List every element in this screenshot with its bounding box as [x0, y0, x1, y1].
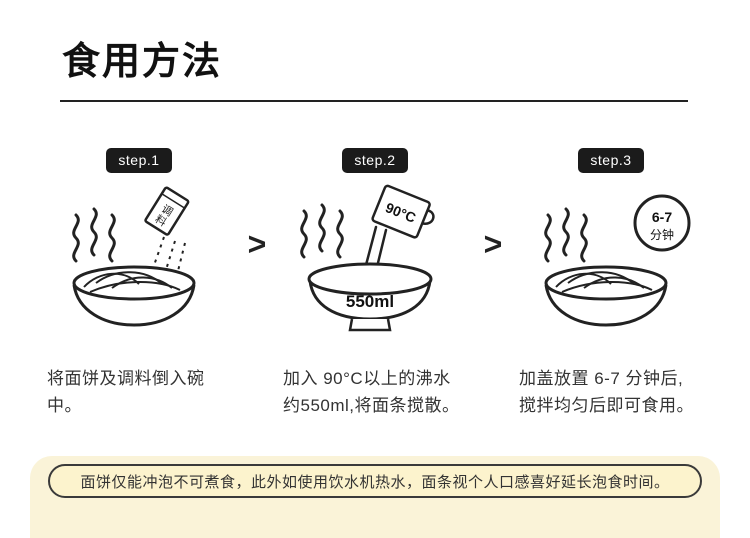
steps-row: step.1 调 料 — [0, 148, 750, 419]
hot-water-cup-icon: 90°C — [364, 184, 435, 269]
noodles-icon — [83, 271, 181, 293]
steam-icon — [300, 203, 344, 259]
title-underline — [60, 100, 688, 102]
bowl-volume-label: 550ml — [346, 292, 394, 311]
steam-icon — [544, 207, 588, 263]
seasoning-packet-icon: 调 料 — [144, 186, 190, 236]
noodles-icon — [555, 271, 653, 293]
step-1: step.1 调 料 — [41, 148, 237, 419]
bowl-rim — [307, 262, 433, 296]
caption-line: 中。 — [47, 396, 82, 416]
step-2: step.2 90°C — [277, 148, 473, 419]
page-title: 食用方法 — [62, 41, 223, 83]
svg-text:分钟: 分钟 — [650, 227, 674, 242]
caption-line: 搅拌均匀后即可食用。 — [519, 396, 694, 416]
step-1-caption: 将面饼及调料倒入碗 中。 — [41, 365, 205, 419]
step-2-caption: 加入 90°C以上的沸水 约550ml,将面条搅散。 — [277, 365, 460, 419]
step-arrow-separator: > — [483, 226, 503, 262]
timer-icon: 6-7 分钟 — [633, 194, 691, 252]
step-2-illustration: 90°C 550ml — [300, 184, 435, 332]
svg-text:6-7: 6-7 — [652, 209, 672, 225]
caption-line: 将面饼及调料倒入碗 — [47, 369, 205, 388]
caption-line: 加入 90°C以上的沸水 — [283, 369, 451, 388]
step-2-badge: step.2 — [342, 148, 408, 173]
step-1-badge: step.1 — [106, 148, 172, 173]
caption-line: 约550ml,将面条搅散。 — [283, 396, 460, 416]
usage-note-text: 面饼仅能冲泡不可煮食，此外如使用饮水机热水，面条视个人口感喜好延长泡食时间。 — [80, 473, 670, 491]
step-3-badge: step.3 — [578, 148, 644, 173]
step-3: step.3 6-7 分钟 — [513, 148, 709, 419]
step-3-illustration: 6-7 分钟 — [544, 194, 691, 327]
steam-icon — [72, 207, 116, 263]
bowl-foot — [348, 318, 392, 332]
pour-stream-icon — [364, 225, 388, 269]
usage-note: 面饼仅能冲泡不可煮食，此外如使用饮水机热水，面条视个人口感喜好延长泡食时间。 — [48, 464, 702, 498]
step-arrow-separator: > — [247, 226, 267, 262]
step-3-caption: 加盖放置 6-7 分钟后, 搅拌均匀后即可食用。 — [513, 365, 694, 419]
step-1-illustration: 调 料 — [72, 186, 196, 327]
caption-line: 加盖放置 6-7 分钟后, — [519, 369, 684, 388]
falling-seasoning-icon — [151, 236, 186, 276]
